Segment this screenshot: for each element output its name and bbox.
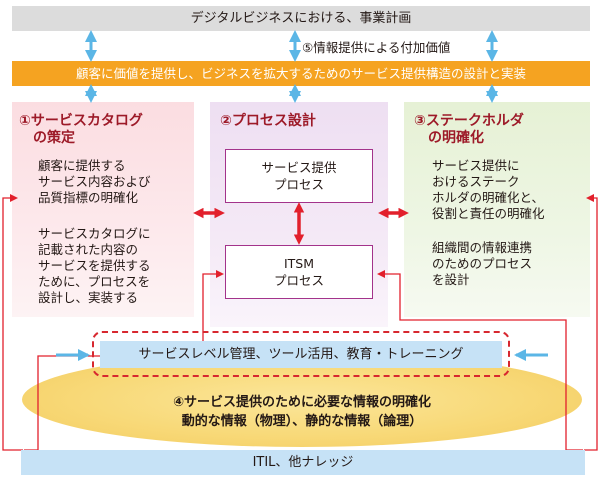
stakeholder-column: ③ステークホルダ の明確化 サービス提供に おけるステーク ホルダの明確化と、 … xyxy=(404,102,590,317)
service-provision-process-box: サービス提供 プロセス xyxy=(225,149,373,203)
service-catalog-text-2: サービスカタログに 記載された内容の サービスを提供する ために、プロセスを 設… xyxy=(38,226,151,305)
info-ellipse-text: ④サービス提供のために必要な情報の明確化 動的な情報（物理）、静的な情報（論理） xyxy=(22,393,582,431)
itsm-process-box: ITSM プロセス xyxy=(225,245,373,299)
itil-knowledge-bar: ITIL、他ナレッジ xyxy=(21,450,585,475)
service-catalog-text-1: 顧客に提供する サービス内容および 品質指標の明確化 xyxy=(38,158,151,205)
info-line-1: ④サービス提供のために必要な情報の明確化 xyxy=(172,395,431,410)
business-plan-box: デジタルビジネスにおける、事業計画 xyxy=(12,6,590,31)
red-line-outer-left xyxy=(2,194,23,451)
process-design-column: ②プロセス設計 サービス提供 プロセス ITSM プロセス xyxy=(210,102,388,327)
stakeholder-text-1: サービス提供に おけるステーク ホルダの明確化と、 役割と責任の明確化 xyxy=(432,158,545,221)
red-line-outer-right xyxy=(584,194,598,451)
stakeholder-text-2: 組織間の情報連携 のためのプロセス を設計 xyxy=(432,240,533,287)
service-catalog-title: ①サービスカタログ の策定 xyxy=(19,113,143,146)
info-line-2: 動的な情報（物理）、静的な情報（論理） xyxy=(181,414,423,429)
service-level-bar: サービスレベル管理、ツール活用、教育・トレーニング xyxy=(100,341,502,368)
value-added-note: ⑤情報提供による付加価値 xyxy=(302,40,451,55)
service-structure-banner: 顧客に価値を提供し、ビジネスを拡大するためのサービス提供構造の設計と実装 xyxy=(12,61,590,86)
process-design-title: ②プロセス設計 xyxy=(220,113,316,129)
service-catalog-column: ①サービスカタログ の策定 顧客に提供する サービス内容および 品質指標の明確化… xyxy=(12,102,194,317)
stakeholder-title: ③ステークホルダ の明確化 xyxy=(414,113,524,146)
service-level-frame xyxy=(92,331,510,377)
